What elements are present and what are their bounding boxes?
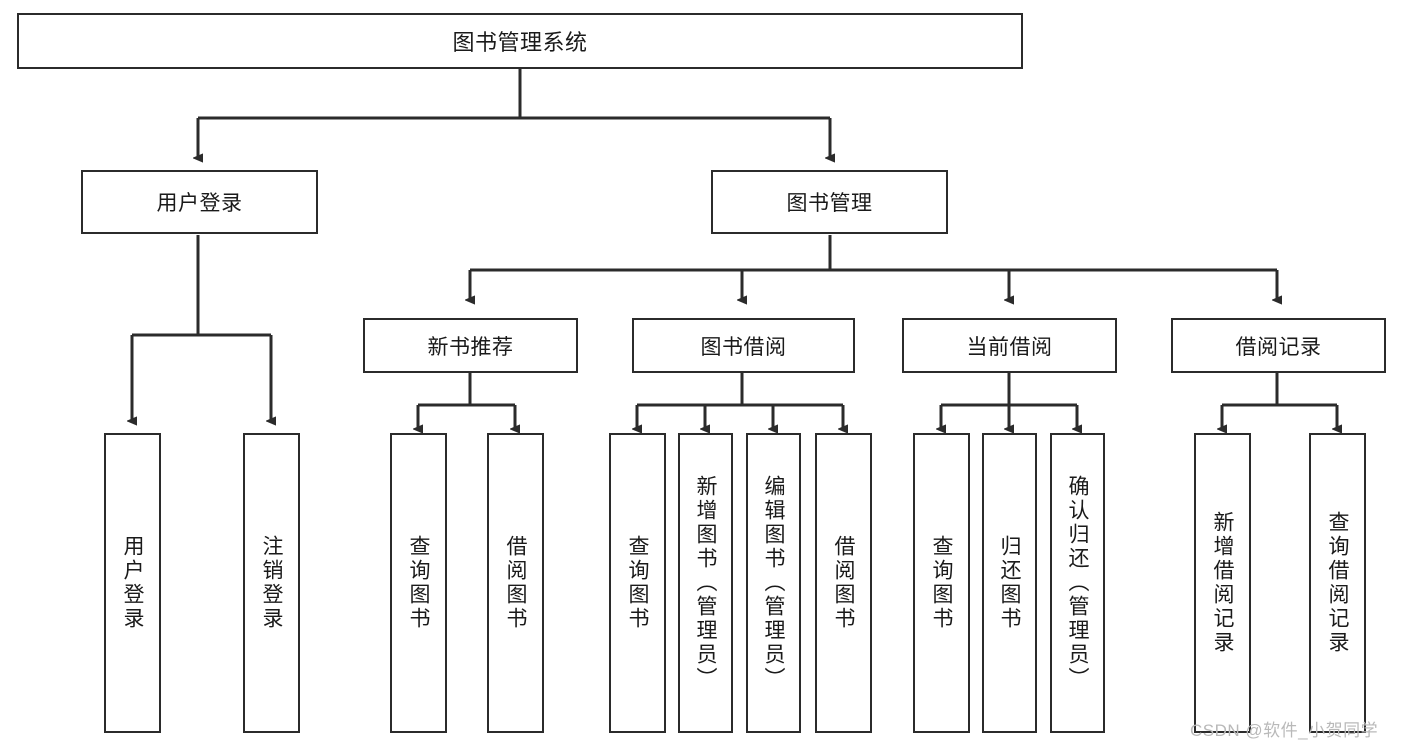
node-label: 用户登录 (156, 192, 243, 215)
node-label: 图书借阅 (700, 335, 787, 359)
node-label: 查询图书 (407, 535, 430, 631)
node-label: 借阅图书 (832, 535, 855, 631)
node-label: 确认归还（管理员） (1066, 475, 1089, 691)
node-book-borrow[interactable]: 图书借阅 (632, 318, 855, 373)
node-label: 新增借阅记录 (1211, 511, 1234, 655)
node-label: 当前借阅 (966, 335, 1053, 359)
node-user-login[interactable]: 用户登录 (81, 170, 318, 234)
node-label: 编辑图书（管理员） (762, 475, 785, 691)
node-new-book-recommend[interactable]: 新书推荐 (363, 318, 578, 373)
node-label: 借阅记录 (1235, 335, 1322, 359)
node-root-system[interactable]: 图书管理系统 (17, 13, 1023, 69)
node-leaf-query-book-borrow[interactable]: 查询图书 (609, 433, 666, 733)
node-label: 新增图书（管理员） (694, 475, 717, 691)
node-leaf-query-book-newbook[interactable]: 查询图书 (390, 433, 447, 733)
node-label: 图书管理 (786, 192, 873, 215)
node-label: 用户登录 (121, 535, 144, 631)
node-leaf-confirm-return[interactable]: 确认归还（管理员） (1050, 433, 1105, 733)
node-leaf-edit-book[interactable]: 编辑图书（管理员） (746, 433, 801, 733)
node-leaf-add-book[interactable]: 新增图书（管理员） (678, 433, 733, 733)
node-label: 注销登录 (260, 535, 283, 631)
node-leaf-add-borrow-record[interactable]: 新增借阅记录 (1194, 433, 1251, 733)
node-label: 图书管理系统 (452, 30, 588, 55)
node-leaf-query-borrow-record[interactable]: 查询借阅记录 (1309, 433, 1366, 733)
node-label: 查询借阅记录 (1326, 511, 1349, 655)
node-leaf-borrow-book-newbook[interactable]: 借阅图书 (487, 433, 544, 733)
node-leaf-user-login[interactable]: 用户登录 (104, 433, 161, 733)
node-label: 查询图书 (930, 535, 953, 631)
node-leaf-return-book[interactable]: 归还图书 (982, 433, 1037, 733)
node-label: 归还图书 (998, 535, 1021, 631)
watermark-text: CSDN @软件_小贺同学 (1190, 721, 1379, 740)
node-current-borrow[interactable]: 当前借阅 (902, 318, 1117, 373)
node-label: 借阅图书 (504, 535, 527, 631)
node-leaf-query-book-current[interactable]: 查询图书 (913, 433, 970, 733)
node-label: 新书推荐 (427, 335, 514, 359)
node-leaf-borrow-book[interactable]: 借阅图书 (815, 433, 872, 733)
node-leaf-logout[interactable]: 注销登录 (243, 433, 300, 733)
node-borrow-records[interactable]: 借阅记录 (1171, 318, 1386, 373)
node-book-management[interactable]: 图书管理 (711, 170, 948, 234)
node-label: 查询图书 (626, 535, 649, 631)
